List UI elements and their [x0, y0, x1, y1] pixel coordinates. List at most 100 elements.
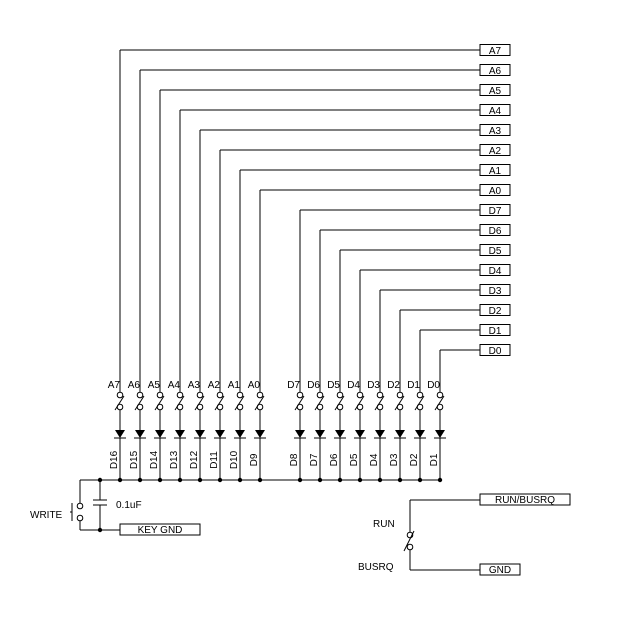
net-label-address-a2: A2: [489, 146, 502, 157]
net-label-run-busrq: RUN/BUSRQ: [495, 495, 555, 506]
net-label-box-data-d6: [479, 224, 511, 236]
diode-data-d4: [375, 430, 385, 438]
switch-contact-top-data-d7: [296, 391, 304, 399]
switch-contact-top-address-a6: [136, 391, 144, 399]
net-label-box-data-d7: [479, 204, 511, 216]
switch-label-address-a7: A7: [108, 380, 121, 391]
diode-address-d11: [215, 430, 225, 438]
diode-label-data-d7: D7: [309, 453, 320, 466]
switch-contact-top-address-a3: [196, 391, 204, 399]
switch-contact-top-address-a0: [256, 391, 264, 399]
diode-label-data-d6: D6: [329, 453, 340, 466]
diode-data-d2: [415, 430, 425, 438]
net-label-box-data-d2: [479, 304, 511, 316]
net-label-address-a7: A7: [489, 46, 502, 57]
net-label-address-a5: A5: [489, 86, 502, 97]
switch-blade-data-d2: [394, 395, 405, 411]
switch-label-address-a4: A4: [168, 380, 181, 391]
net-label-box-address-a7: [479, 44, 511, 56]
run-switch-blade: [403, 530, 415, 552]
switch-blade-data-d1: [414, 395, 425, 411]
net-label-box-address-a1: [479, 164, 511, 176]
diode-label-data-d5: D5: [349, 453, 360, 466]
switch-blade-address-a7: [114, 395, 125, 411]
net-label-box-data-d0: [479, 344, 511, 356]
diode-data-d8: [295, 430, 305, 438]
net-label-box-data-d5: [479, 244, 511, 256]
switch-blade-data-d4: [354, 395, 365, 411]
net-label-data-d6: D6: [489, 226, 502, 237]
net-label-box-data-d4: [479, 264, 511, 276]
diode-label-data-d1: D1: [429, 453, 440, 466]
switch-label-address-a1: A1: [228, 380, 241, 391]
net-label-data-d3: D3: [489, 286, 502, 297]
diode-label-address-d9: D9: [249, 453, 260, 466]
switch-contact-top-address-a1: [236, 391, 244, 399]
switch-contact-top-data-d1: [416, 391, 424, 399]
diode-label-address-d11: D11: [209, 451, 220, 469]
net-label-box-address-a3: [479, 124, 511, 136]
net-label-gnd: GND: [489, 565, 511, 576]
switch-blade-data-d0: [434, 395, 445, 411]
diode-address-d15: [135, 430, 145, 438]
diode-address-d12: [195, 430, 205, 438]
switch-blade-address-a2: [214, 395, 225, 411]
net-label-address-a1: A1: [489, 166, 502, 177]
switch-label-data-d6: D6: [307, 380, 320, 391]
capacitor-label: 0.1uF: [116, 500, 142, 511]
net-label-box-key-gnd: [119, 523, 201, 536]
diode-address-d9: [255, 430, 265, 438]
switch-label-data-d3: D3: [367, 380, 380, 391]
run-switch-contact-bottom: [406, 543, 414, 551]
wires: [79, 49, 480, 571]
switch-contact-top-data-d6: [316, 391, 324, 399]
switch-contact-top-data-d3: [376, 391, 384, 399]
run-busrq-section: RUN BUSRQ RUN/BUSRQ GND: [358, 493, 571, 576]
switch-blade-address-a3: [194, 395, 205, 411]
switch-label-data-d1: D1: [407, 380, 420, 391]
net-label-box-address-a4: [479, 104, 511, 116]
switch-contact-top-address-a7: [116, 391, 124, 399]
diode-label-address-d14: D14: [149, 450, 160, 469]
switch-label-data-d0: D0: [427, 380, 440, 391]
net-label-box-gnd: [479, 563, 521, 576]
diode-label-address-d10: D10: [229, 450, 240, 469]
diode-address-d13: [175, 430, 185, 438]
net-label-address-a6: A6: [489, 66, 502, 77]
write-switch-label: WRITE: [30, 510, 63, 521]
diode-label-data-d4: D4: [369, 453, 380, 466]
diode-data-d7: [315, 430, 325, 438]
switch-blade-address-a5: [154, 395, 165, 411]
diode-label-data-d2: D2: [409, 453, 420, 466]
switch-blade-address-a1: [234, 395, 245, 411]
net-label-key-gnd: KEY GND: [138, 525, 183, 536]
diode-label-data-d8: D8: [289, 453, 300, 466]
switch-blade-address-a4: [174, 395, 185, 411]
switch-contact-top-address-a4: [176, 391, 184, 399]
net-label-box-run-busrq: [479, 493, 571, 506]
write-switch-contact-bottom: [76, 514, 84, 522]
diode-data-d1: [435, 430, 445, 438]
switch-label-address-a6: A6: [128, 380, 141, 391]
switch-contact-top-data-d5: [336, 391, 344, 399]
diode-label-address-d13: D13: [169, 450, 180, 469]
run-label: RUN: [373, 519, 395, 530]
net-label-data-d2: D2: [489, 306, 502, 317]
switch-blade-address-a6: [134, 395, 145, 411]
switch-label-address-a0: A0: [248, 380, 261, 391]
net-label-box-data-d3: [479, 284, 511, 296]
switch-blade-data-d7: [294, 395, 305, 411]
net-label-address-a3: A3: [489, 126, 502, 137]
net-label-box-address-a0: [479, 184, 511, 196]
switch-label-address-a2: A2: [208, 380, 221, 391]
diode-label-data-d3: D3: [389, 453, 400, 466]
diode-address-d16: [115, 430, 125, 438]
write-section: WRITE 0.1uF KEY GND: [30, 500, 201, 536]
net-label-data-d0: D0: [489, 346, 502, 357]
switch-blade-address-a0: [254, 395, 265, 411]
switch-contact-top-address-a2: [216, 391, 224, 399]
